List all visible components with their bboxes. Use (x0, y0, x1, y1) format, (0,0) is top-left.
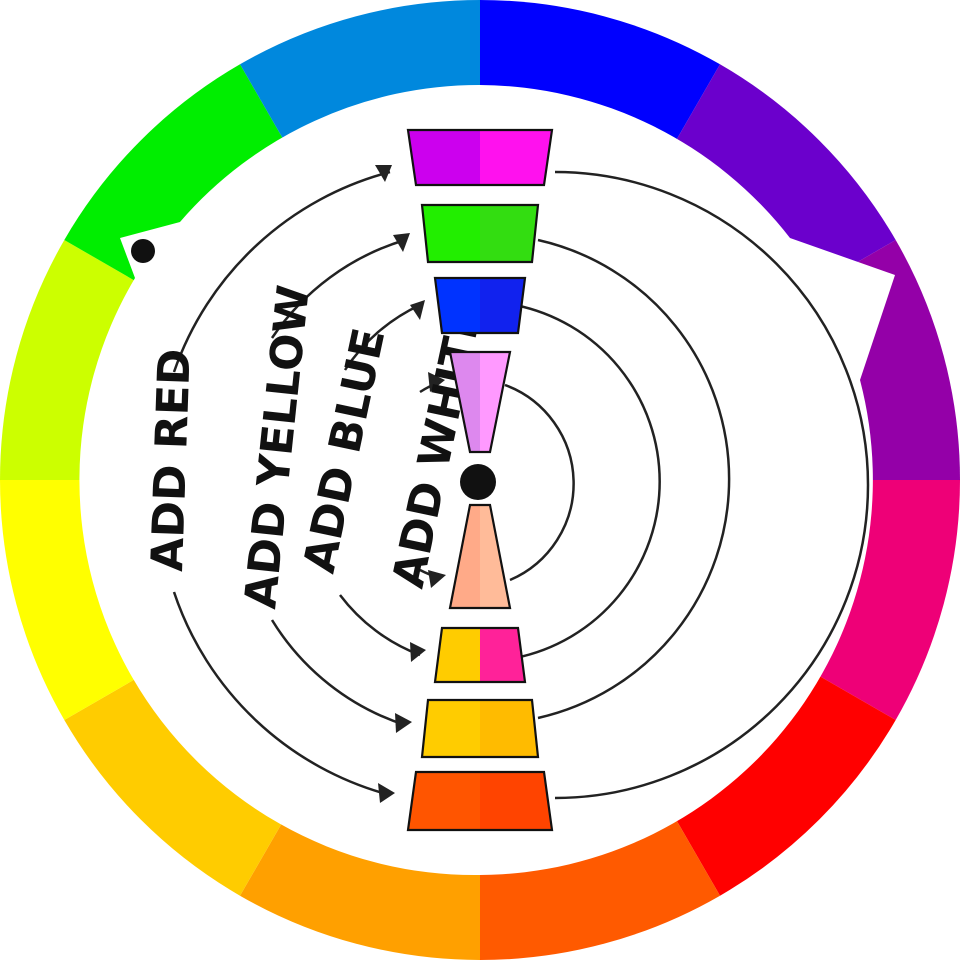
arc-yellow-right (537, 238, 731, 720)
swatch-blue-right (480, 278, 525, 333)
arc-blue (343, 303, 421, 371)
swatch-magenta (406, 128, 554, 187)
swatch-magenta-right (480, 130, 552, 185)
arrowhead-3 (410, 300, 425, 320)
swatch-light-violet-left (450, 352, 480, 452)
swatch-magenta-left (408, 130, 480, 185)
swatch-gold-left (422, 700, 480, 757)
swatch-orange-left (408, 772, 480, 830)
arc-white-right (504, 383, 575, 582)
arc-yellow (270, 238, 406, 339)
swatch-green-right (480, 205, 538, 262)
swatch-green-left (422, 205, 480, 262)
arc-red (172, 170, 391, 373)
arc-red-lower (172, 591, 391, 797)
swatch-peach-left (450, 505, 480, 608)
arrowhead-8 (378, 783, 395, 803)
arc-blue-right (514, 303, 661, 660)
swatch-gold-pink-right (480, 628, 525, 682)
swatch-column (406, 128, 554, 832)
arc-yellow-lower (270, 619, 406, 727)
arc-red-right (554, 170, 870, 800)
swatch-peach-right (480, 505, 510, 608)
swatch-blue-left (435, 278, 480, 333)
arrowhead-4 (428, 372, 445, 392)
swatch-light-violet (448, 350, 512, 454)
swatch-gold-pink-left (435, 628, 480, 682)
swatch-orange (406, 770, 554, 832)
label-add-red: ADD RED (142, 348, 201, 573)
arrowhead-6 (410, 642, 426, 662)
pointer-dot (131, 239, 155, 263)
swatch-gold (420, 698, 540, 759)
swatch-green (420, 203, 540, 264)
swatch-blue (433, 276, 527, 335)
swatch-orange-right (480, 772, 552, 830)
arrowhead-5 (428, 570, 446, 588)
swatch-gold-right (480, 700, 538, 757)
arrowhead-7 (395, 713, 412, 733)
swatch-gold-pink (433, 626, 527, 684)
arrowhead-2 (393, 233, 410, 252)
center-dot (460, 464, 496, 500)
swatch-light-violet-right (480, 352, 510, 452)
swatch-peach (448, 503, 512, 610)
arrowhead-1 (375, 165, 392, 182)
arrows (172, 165, 870, 803)
